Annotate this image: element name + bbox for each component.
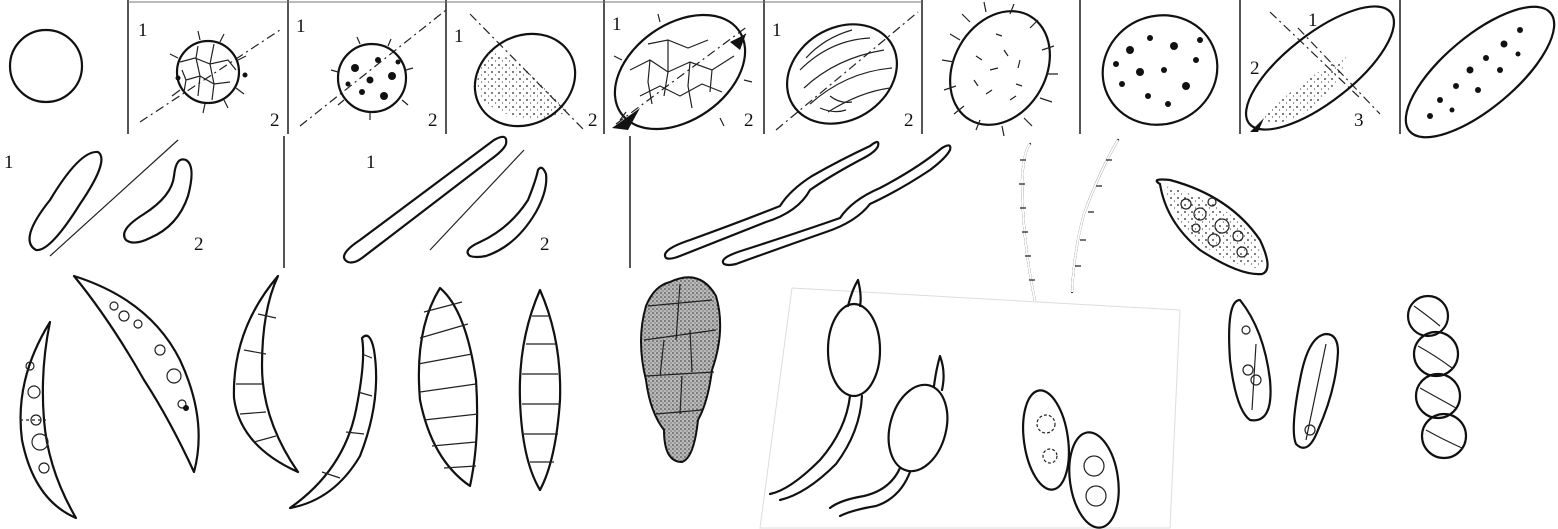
label-1: 1 (296, 16, 306, 37)
guttulate-fusoid-spore (1157, 180, 1268, 275)
label-1: 1 (1308, 10, 1318, 31)
oblong-and-allantoid-spores (30, 140, 192, 256)
label-2: 2 (270, 110, 280, 131)
echinulate-spore (300, 10, 446, 126)
label-1: 1 (612, 14, 622, 35)
striate-ellipsoid-spore (768, 4, 918, 143)
multiseptate-fusoid-spores (418, 288, 560, 490)
label-2: 2 (194, 234, 204, 255)
falcate-guttulate-spore-left (20, 322, 76, 518)
panel-dividers (128, 0, 1400, 134)
label-1: 1 (772, 20, 782, 41)
label-3: 3 (1354, 110, 1364, 131)
cylindrical-guttulate-spores (1229, 300, 1338, 448)
label-2: 2 (904, 110, 914, 131)
elongate-verrucose-spore (1386, 0, 1558, 159)
label-1: 1 (4, 152, 14, 173)
falcate-guttulate-spore-right (74, 276, 199, 472)
smooth-round-spore (10, 30, 82, 102)
scolecospores (665, 142, 950, 265)
label-2: 2 (588, 110, 598, 131)
label-1: 1 (454, 26, 464, 47)
germinating-conidia-panel (760, 280, 1180, 529)
septate-filiform-spores (1019, 140, 1118, 306)
label-2: 2 (540, 234, 550, 255)
label-1: 1 (138, 20, 148, 41)
row-ornamentation: 1 2 1 2 1 2 (10, 0, 1558, 159)
setulose-ellipsoid-spore (930, 0, 1070, 143)
verrucose-ellipsoid-spore (1085, 0, 1236, 143)
label-1: 1 (366, 152, 376, 173)
septate-falcate-spores (234, 276, 376, 508)
row-septate (20, 270, 1466, 529)
label-2: 2 (744, 110, 754, 131)
catenulate-spores (1408, 296, 1466, 458)
ellipsoid-punctate-spore (458, 14, 592, 144)
label-2: 2 (428, 110, 438, 131)
reticulate-spiny-spore (140, 30, 280, 122)
label-2: 2 (1250, 58, 1260, 79)
muriform-dictyospore (628, 270, 734, 468)
